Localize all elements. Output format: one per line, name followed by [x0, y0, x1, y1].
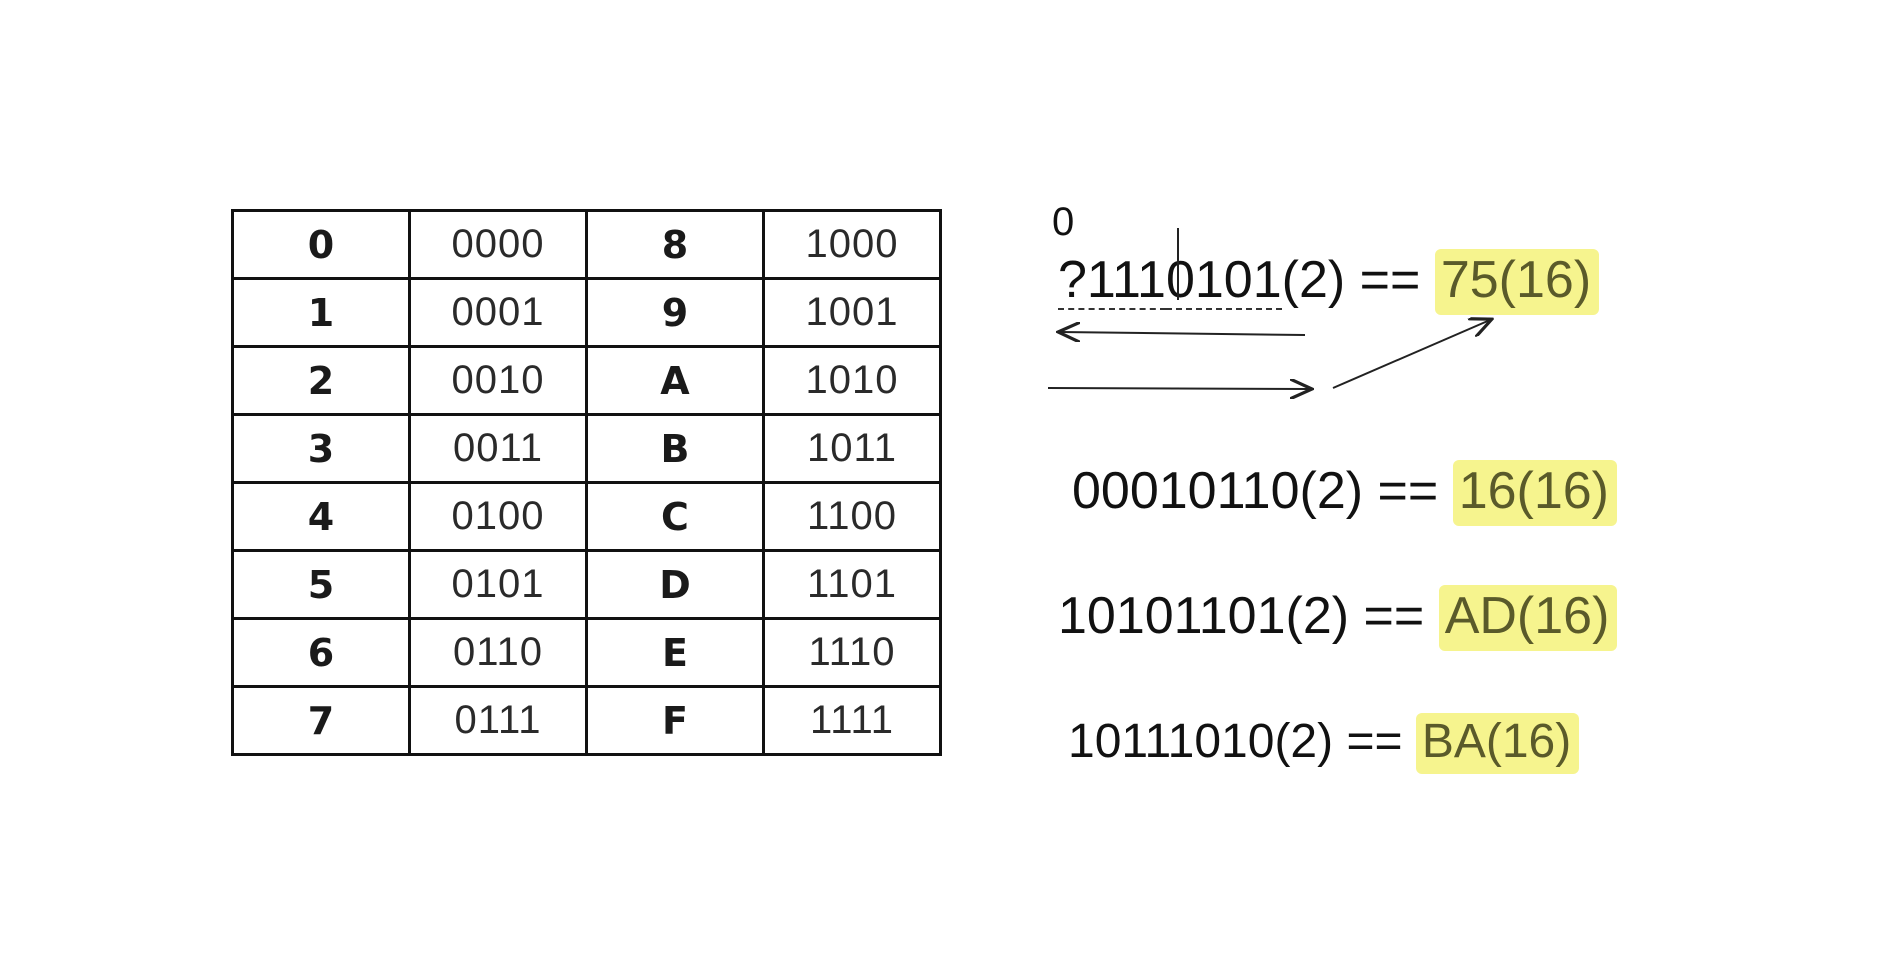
equation-1: ?1110101(2) == 75(16): [1058, 249, 1600, 315]
binary-value-cell: 1000: [762, 209, 942, 280]
binary-value-cell: 1110: [762, 617, 942, 688]
nibble-divider: [1177, 228, 1179, 300]
hex-result-highlight: 75(16): [1434, 249, 1600, 315]
hex-result-highlight: 16(16): [1452, 460, 1617, 526]
hex-digit-cell: A: [585, 345, 765, 416]
binary-value-cell: 1011: [762, 413, 942, 484]
hex-digit-cell: C: [585, 481, 765, 552]
hex-digit-cell: 7: [231, 685, 411, 756]
binary-lhs: 10111010(2) ==: [1068, 715, 1416, 768]
binary-high-nibble: ?111: [1058, 251, 1166, 310]
hex-digit-cell: 3: [231, 413, 411, 484]
binary-value-cell: 0011: [408, 413, 588, 484]
hex-digit-cell: 9: [585, 277, 765, 348]
binary-value-cell: 0111: [408, 685, 588, 756]
binary-value-cell: 0110: [408, 617, 588, 688]
hex-digit-cell: 1: [231, 277, 411, 348]
table-row: 0 0000 8 1000: [231, 209, 942, 280]
arrow-up-right: [1332, 320, 1490, 389]
table-row: 2 0010 A 1010: [231, 345, 942, 416]
binary-value-cell: 1100: [762, 481, 942, 552]
table-row: 1 0001 9 1001: [231, 277, 942, 348]
arrow-left: [1060, 332, 1306, 335]
hex-result-highlight: AD(16): [1438, 585, 1618, 651]
hex-binary-table: 0 0000 8 1000 1 0001 9 1001 2 0010 A 101…: [231, 209, 942, 756]
hex-digit-cell: 8: [585, 209, 765, 280]
hex-digit-cell: 6: [231, 617, 411, 688]
table-row: 4 0100 C 1100: [231, 481, 942, 552]
equation-4: 10111010(2) == BA(16): [1068, 713, 1580, 774]
binary-value-cell: 1101: [762, 549, 942, 620]
binary-value-cell: 0001: [408, 277, 588, 348]
table-row: 6 0110 E 1110: [231, 617, 942, 688]
hex-digit-cell: 2: [231, 345, 411, 416]
hex-result-highlight: BA(16): [1415, 713, 1580, 774]
hex-digit-cell: E: [585, 617, 765, 688]
hex-digit-cell: 5: [231, 549, 411, 620]
hex-digit-cell: 4: [231, 481, 411, 552]
table-row: 5 0101 D 1101: [231, 549, 942, 620]
hex-digit-cell: F: [585, 685, 765, 756]
binary-lhs: 10101101(2) ==: [1058, 587, 1439, 645]
hex-digit-cell: B: [585, 413, 765, 484]
padding-zero-label: 0: [1052, 200, 1075, 244]
binary-value-cell: 1001: [762, 277, 942, 348]
table-row: 7 0111 F 1111: [231, 685, 942, 756]
binary-low-nibble: 0101: [1165, 251, 1282, 310]
table-row: 3 0011 B 1011: [231, 413, 942, 484]
binary-value-cell: 0010: [408, 345, 588, 416]
binary-base-suffix: (2) ==: [1281, 251, 1435, 309]
binary-value-cell: 0101: [408, 549, 588, 620]
arrow-right: [1047, 388, 1310, 389]
hex-digit-cell: 0: [231, 209, 411, 280]
binary-lhs: 00010110(2) ==: [1072, 462, 1453, 520]
binary-value-cell: 0100: [408, 481, 588, 552]
equation-2: 00010110(2) == 16(16): [1072, 460, 1617, 526]
binary-value-cell: 1111: [762, 685, 942, 756]
equation-3: 10101101(2) == AD(16): [1058, 585, 1618, 651]
binary-value-cell: 1010: [762, 345, 942, 416]
binary-value-cell: 0000: [408, 209, 588, 280]
hex-digit-cell: D: [585, 549, 765, 620]
